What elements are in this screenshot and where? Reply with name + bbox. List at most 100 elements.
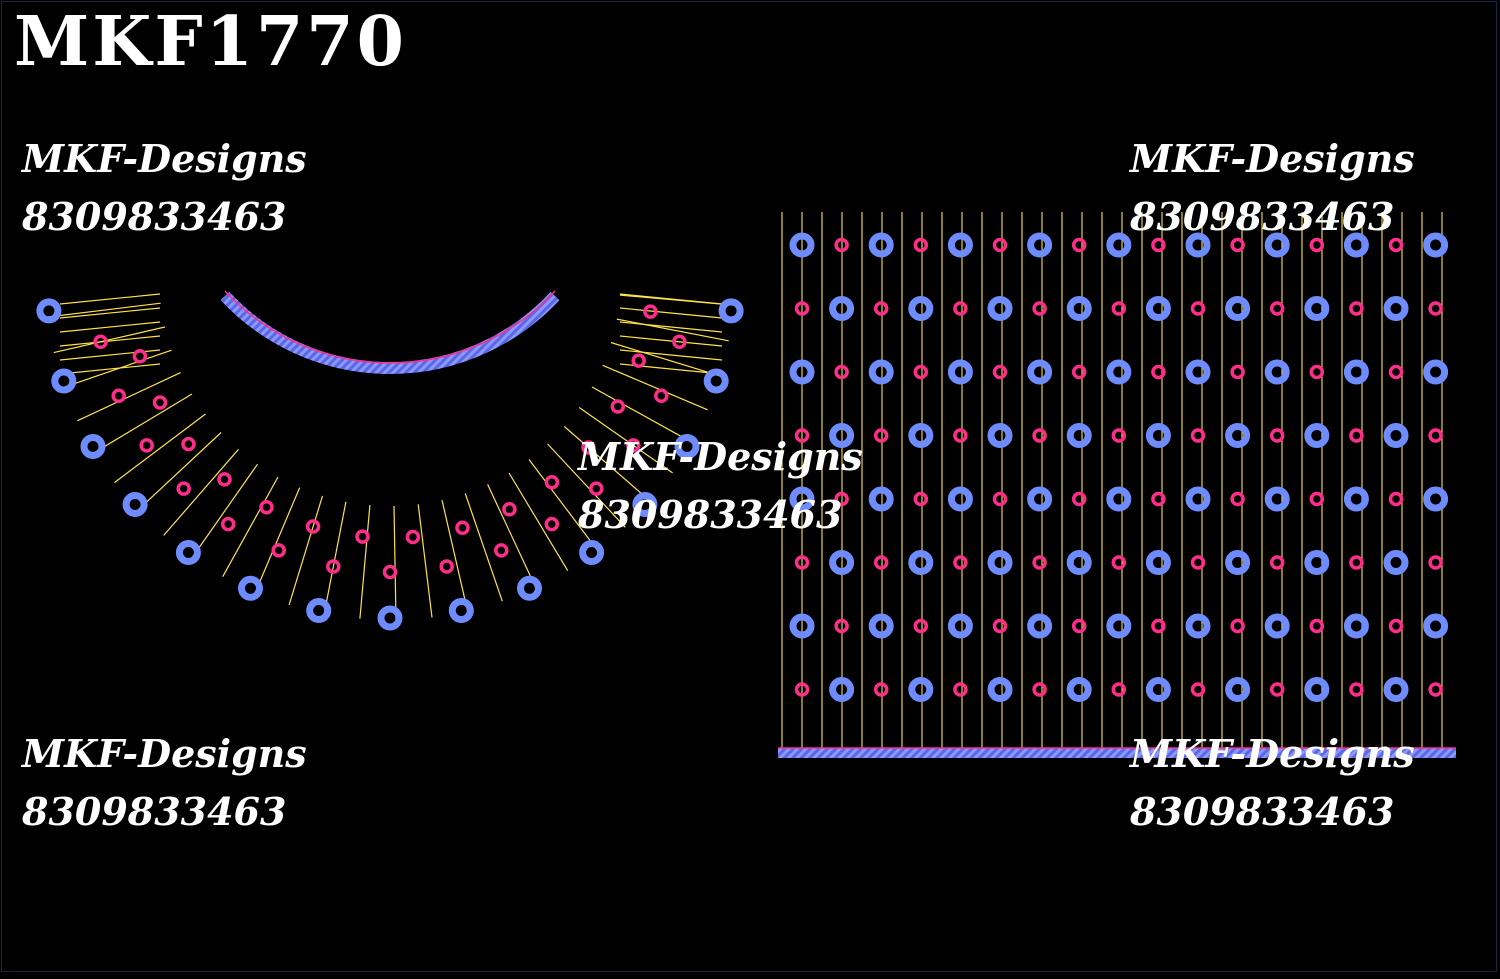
blue-ring-motif bbox=[1145, 296, 1171, 321]
blue-ring-motif bbox=[947, 486, 973, 512]
pink-ring-motif bbox=[913, 364, 929, 380]
yellow-stitch-line bbox=[464, 493, 503, 602]
pink-ring-motif bbox=[794, 301, 810, 316]
blue-ring-motif bbox=[829, 423, 855, 448]
pink-ring-motif bbox=[1269, 682, 1285, 697]
watermark-phone: 8309833463 bbox=[1130, 789, 1395, 834]
yellow-stitch-line bbox=[619, 335, 723, 347]
pink-ring-motif bbox=[1111, 682, 1127, 697]
yellow-stitch-line bbox=[393, 505, 397, 620]
yellow-stitch-line bbox=[288, 495, 324, 606]
blue-ring-motif bbox=[1027, 613, 1053, 639]
pink-ring-motif bbox=[834, 237, 849, 253]
blue-ring-motif bbox=[789, 359, 815, 385]
blue-ring-motif bbox=[1343, 486, 1369, 512]
watermark-brand: MKF-Designs bbox=[22, 136, 307, 181]
pink-ring-motif bbox=[794, 555, 810, 570]
sleeve-design bbox=[778, 212, 1456, 758]
yellow-stitch-line bbox=[359, 505, 371, 619]
blue-ring-motif bbox=[908, 677, 934, 702]
watermark-top-left: MKF-Designs 8309833463 bbox=[22, 130, 307, 246]
pink-ring-motif bbox=[139, 438, 154, 453]
blue-ring-motif bbox=[51, 368, 77, 394]
blue-ring-motif bbox=[1423, 232, 1449, 258]
pink-ring-motif bbox=[502, 502, 517, 517]
blue-ring-motif bbox=[1343, 359, 1369, 385]
pink-ring-motif bbox=[1269, 428, 1285, 443]
blue-ring-motif bbox=[1423, 613, 1449, 639]
yellow-stitch-line bbox=[487, 484, 537, 588]
yellow-stitch-line bbox=[528, 459, 599, 551]
blue-ring-motif bbox=[1383, 677, 1409, 702]
pink-ring-motif bbox=[1388, 618, 1404, 634]
blue-ring-motif bbox=[1264, 232, 1290, 258]
pink-ring-motif bbox=[1190, 301, 1206, 316]
pink-ring-motif bbox=[610, 399, 626, 414]
pink-ring-motif bbox=[1032, 428, 1047, 443]
blue-ring-motif bbox=[987, 296, 1013, 321]
yellow-stitch-line bbox=[578, 407, 673, 474]
watermark-phone: 8309833463 bbox=[22, 194, 287, 239]
pink-ring-motif bbox=[1230, 237, 1245, 253]
pink-ring-motif bbox=[589, 481, 604, 496]
pink-ring-motif bbox=[1230, 491, 1245, 507]
blue-ring-motif bbox=[908, 423, 934, 448]
yellow-stitch-line bbox=[619, 293, 723, 305]
pink-ring-motif bbox=[794, 428, 810, 443]
pink-ring-motif bbox=[834, 491, 849, 507]
yellow-stitch-line bbox=[59, 293, 161, 305]
blue-ring-motif bbox=[1225, 550, 1251, 575]
pink-ring-motif bbox=[834, 618, 849, 634]
pink-ring-motif bbox=[1190, 555, 1206, 570]
yellow-stitch-line bbox=[59, 307, 161, 319]
pink-ring-motif bbox=[259, 499, 274, 515]
yellow-stitch-line bbox=[222, 476, 279, 577]
pink-ring-motif bbox=[439, 559, 454, 574]
pink-ring-motif bbox=[1032, 301, 1047, 316]
blue-ring-motif bbox=[1027, 232, 1053, 258]
blue-ring-motif bbox=[1304, 677, 1330, 702]
watermark-phone: 8309833463 bbox=[22, 789, 287, 834]
pink-ring-motif bbox=[455, 520, 470, 536]
blue-ring-motif bbox=[1066, 296, 1092, 321]
pink-ring-motif bbox=[1151, 237, 1166, 253]
pink-ring-motif bbox=[953, 428, 968, 443]
blue-ring-motif bbox=[1304, 296, 1330, 321]
pink-ring-motif bbox=[631, 353, 646, 368]
yellow-stitch-line bbox=[619, 321, 723, 333]
blue-ring-motif bbox=[1343, 613, 1369, 639]
pink-ring-motif bbox=[992, 491, 1008, 507]
yellow-stitch-line bbox=[602, 364, 708, 411]
pink-ring-motif bbox=[581, 440, 596, 455]
blue-ring-motif bbox=[789, 486, 815, 512]
blue-ring-motif bbox=[1106, 486, 1132, 512]
blue-ring-motif bbox=[987, 677, 1013, 702]
yellow-stitch-line bbox=[591, 386, 692, 443]
blue-ring-motif bbox=[36, 298, 62, 324]
pink-ring-motif bbox=[405, 529, 421, 545]
yellow-stitch-line bbox=[610, 341, 721, 377]
watermark-brand: MKF-Designs bbox=[1130, 731, 1415, 776]
blue-ring-motif bbox=[1185, 232, 1211, 258]
pink-ring-motif bbox=[1428, 428, 1443, 443]
pink-ring-motif bbox=[873, 555, 889, 570]
blue-ring-motif bbox=[1106, 613, 1132, 639]
satin-hem-border bbox=[778, 748, 1456, 758]
pink-ring-motif bbox=[1349, 682, 1364, 697]
yellow-stitch-line bbox=[441, 499, 469, 612]
blue-ring-motif bbox=[1027, 486, 1053, 512]
blue-ring-motif bbox=[703, 368, 729, 394]
yellow-stitch-line bbox=[616, 318, 729, 342]
pink-ring-motif bbox=[873, 682, 889, 697]
yellow-stitch-line bbox=[77, 372, 181, 422]
pink-ring-motif bbox=[873, 428, 889, 443]
blue-ring-motif bbox=[1304, 423, 1330, 448]
pink-ring-motif bbox=[992, 237, 1008, 253]
pink-ring-motif bbox=[217, 472, 232, 487]
blue-ring-motif bbox=[1264, 486, 1290, 512]
pink-ring-motif bbox=[355, 529, 370, 544]
watermark-center: MKF-Designs 8309833463 bbox=[578, 428, 863, 544]
blue-ring-motif bbox=[1264, 359, 1290, 385]
pink-ring-motif bbox=[1388, 491, 1404, 507]
